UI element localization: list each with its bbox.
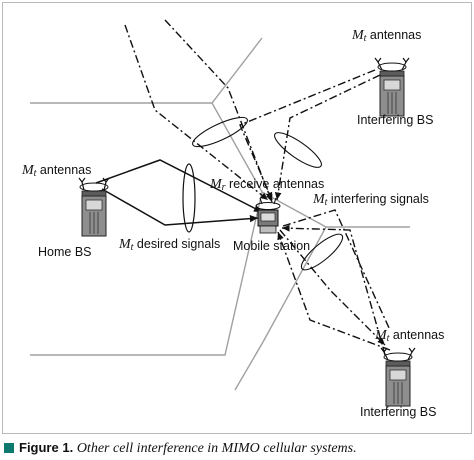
desired-signals-ellipse [182,163,196,233]
mobile-station-label: Mobile station [233,239,311,253]
interfering-bs-bottom [380,347,416,407]
mt-antennas-left-label: Mt antennas [22,163,92,179]
interfering-bs-top-label: Interfering BS [357,113,434,127]
interfering-bs-top [374,57,410,117]
desired-path-1 [95,159,263,213]
antenna-icon [374,57,382,63]
mt-desired-signals-label: Mt desired signals [119,237,221,253]
mt-antennas-bottom-label: Mt antennas [375,328,445,344]
caption-text: Other cell interference in MIMO cellular… [76,441,357,456]
antenna-icon [102,177,110,183]
desired-path-2 [101,188,259,226]
caption-marker-icon [4,443,14,453]
interf-ellipse-right [274,132,322,168]
mobile-station-icon [255,197,281,234]
interf-top-path-1 [239,69,376,201]
antenna-icon [380,347,388,353]
antenna-icon [78,177,86,183]
antenna-icon [408,347,416,353]
interf-ellipse-top [192,116,248,148]
interfering-bs-bottom-label: Interfering BS [360,405,437,419]
interf-bottom-path-1 [277,231,391,351]
cell-boundary-lower [262,226,327,343]
cell-boundary-center-right [261,191,327,228]
interf-top-path-4 [124,24,269,201]
interf-top-path-3 [164,19,273,203]
interf-bottom-path-3 [279,229,386,346]
cell-boundary-center-upper [211,102,263,193]
cell-boundaries [30,37,410,391]
antenna-icon [402,57,410,63]
caption-figure-number: Figure 1. [19,440,74,455]
figure-caption: Figure 1. Other cell interference in MIM… [4,440,470,458]
figure-frame [2,2,472,434]
interf-bottom-path-2 [281,224,386,356]
mt-antennas-top-label: Mt antennas [352,28,422,44]
home-bs-label: Home BS [38,245,92,259]
mt-interfering-signals-label: Mt interfering signals [313,192,429,208]
cell-boundary-top-left [30,37,263,104]
mimo-diagram [30,19,416,407]
mr-receive-antennas-label: Mr receive antennas [210,177,325,193]
interf-ellipse-bottom [300,233,344,271]
cell-boundary-lower-tail [234,341,264,391]
interf-bottom-path-4 [282,209,391,331]
home-bs [78,177,110,237]
interfering-signal-paths [124,19,391,356]
interf-top-path-2 [274,74,381,201]
cell-boundary-bottom-left [30,191,263,356]
desired-signal-paths [95,159,263,233]
